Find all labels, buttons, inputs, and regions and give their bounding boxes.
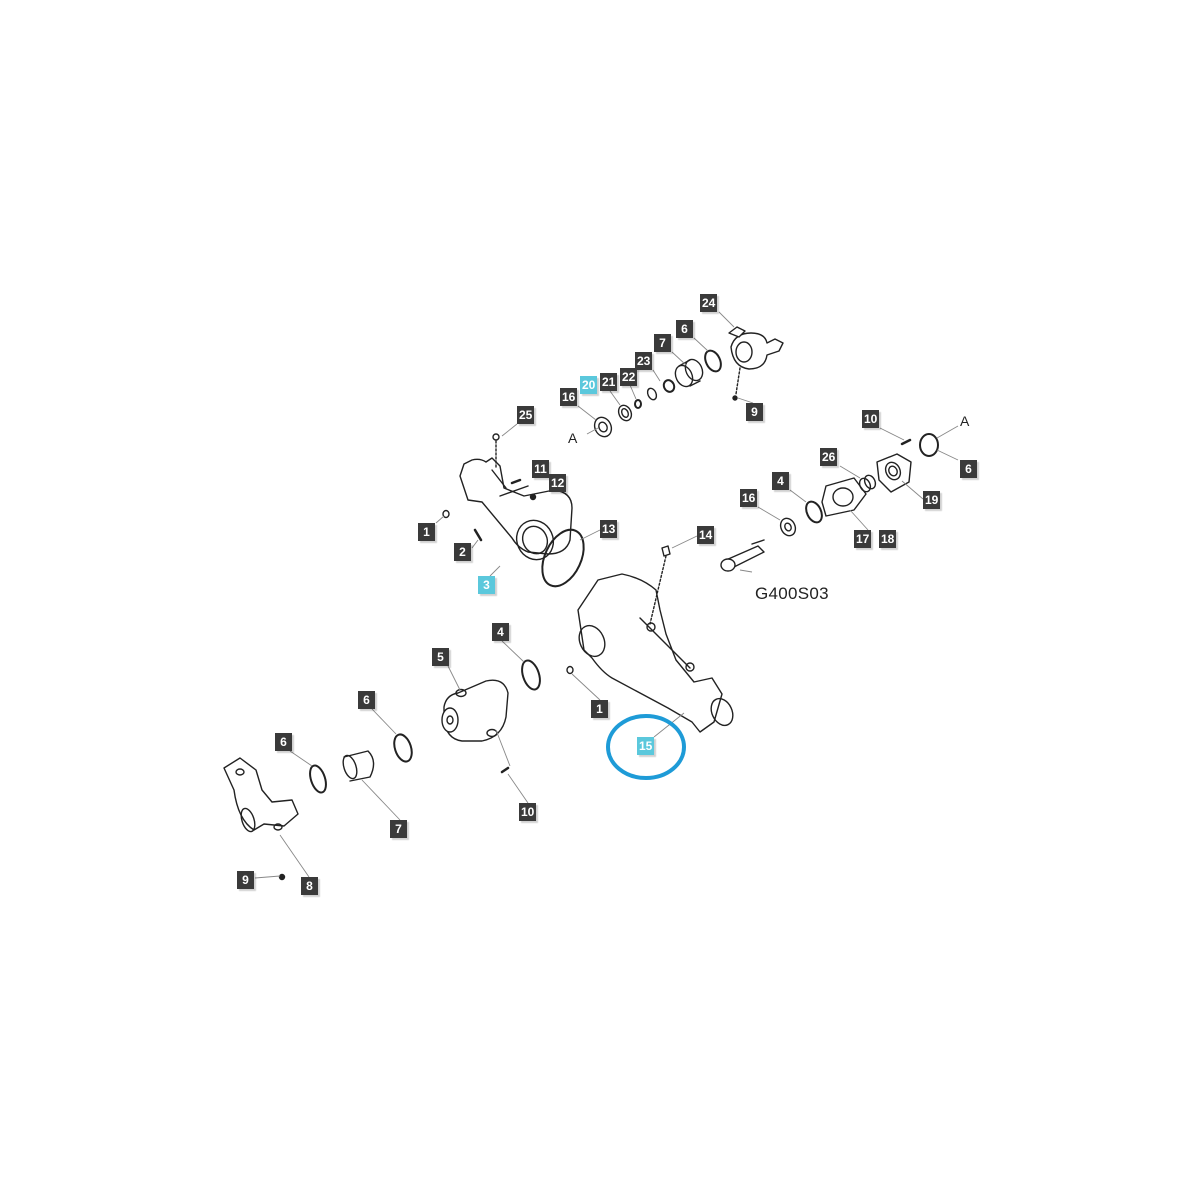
callout-6[interactable]: 6 xyxy=(960,460,977,478)
callout-4[interactable]: 4 xyxy=(492,623,509,641)
highlight-circle xyxy=(606,714,686,780)
oring-6-lower-a-icon xyxy=(393,733,413,763)
yoke-24-icon xyxy=(728,326,784,401)
callout-6[interactable]: 6 xyxy=(676,320,693,338)
callout-12[interactable]: 12 xyxy=(549,474,567,492)
housing-3-icon xyxy=(459,433,573,561)
bush-7-lower-icon xyxy=(342,750,375,782)
reference-letter-a-right: A xyxy=(960,413,970,429)
oring-4-lower-icon xyxy=(521,659,541,691)
washer-12-icon xyxy=(529,493,537,501)
callout-16[interactable]: 16 xyxy=(740,489,758,507)
callout-9[interactable]: 9 xyxy=(746,403,763,421)
callout-18[interactable]: 18 xyxy=(879,530,897,548)
oring-6-lower-b-icon xyxy=(309,764,327,794)
callout-21[interactable]: 21 xyxy=(600,373,618,391)
callout-4[interactable]: 4 xyxy=(772,472,789,490)
cover-19-icon xyxy=(876,453,912,493)
bolt-2-icon xyxy=(473,528,483,542)
callout-1[interactable]: 1 xyxy=(591,700,608,718)
bolt-10-right-icon xyxy=(900,438,912,446)
callout-19[interactable]: 19 xyxy=(923,491,941,509)
housing-15-icon xyxy=(577,545,734,733)
callout-13[interactable]: 13 xyxy=(600,520,618,538)
nut-23-icon xyxy=(646,379,676,401)
leader-lines xyxy=(254,311,959,879)
plug-1-top-icon xyxy=(442,509,450,519)
callout-8[interactable]: 8 xyxy=(301,877,318,895)
shaft-icon xyxy=(720,539,765,572)
callout-10[interactable]: 10 xyxy=(862,410,880,428)
nut-9-lower-icon xyxy=(278,873,286,881)
callout-6[interactable]: 6 xyxy=(275,733,292,751)
bearing-16-top-icon xyxy=(593,416,613,438)
callout-11[interactable]: 11 xyxy=(532,460,549,478)
oring-13-icon xyxy=(541,528,585,588)
seal-20-21-icon xyxy=(617,404,633,422)
callout-14[interactable]: 14 xyxy=(697,526,715,544)
oring-22-icon xyxy=(634,399,642,409)
callout-26[interactable]: 26 xyxy=(820,448,838,466)
callout-2[interactable]: 2 xyxy=(454,543,471,561)
bush-26-icon xyxy=(858,474,877,493)
callout-16[interactable]: 16 xyxy=(560,388,578,406)
reference-letter-a-left: A xyxy=(568,430,578,446)
callout-9[interactable]: 9 xyxy=(237,871,254,889)
bolt-10-lower-icon xyxy=(500,766,510,774)
callout-17[interactable]: 17 xyxy=(854,530,872,548)
bolt-11-icon xyxy=(510,478,522,485)
callout-22[interactable]: 22 xyxy=(620,368,638,386)
callout-1[interactable]: 1 xyxy=(418,523,435,541)
callout-6[interactable]: 6 xyxy=(358,691,375,709)
callout-7[interactable]: 7 xyxy=(390,820,407,838)
bracket-5-icon xyxy=(441,679,509,742)
bearing-16-right-icon xyxy=(779,517,797,537)
callout-25[interactable]: 25 xyxy=(517,406,535,424)
callout-15-highlighted[interactable]: 15 xyxy=(637,737,655,755)
oring-6-top-icon xyxy=(704,349,722,373)
callout-7[interactable]: 7 xyxy=(654,334,671,352)
plug-1-main-icon xyxy=(566,665,574,675)
callout-23[interactable]: 23 xyxy=(635,352,653,370)
callout-20-highlighted[interactable]: 20 xyxy=(580,376,598,394)
oring-4-right-icon xyxy=(805,500,823,524)
callout-10[interactable]: 10 xyxy=(519,803,537,821)
callout-5[interactable]: 5 xyxy=(432,648,449,666)
diagram-code: G400S03 xyxy=(755,584,829,603)
callout-24[interactable]: 24 xyxy=(700,294,718,312)
gasket-17-18-icon xyxy=(821,477,867,517)
clamp-8-icon xyxy=(223,757,299,833)
bush-7-top-icon xyxy=(674,358,704,388)
oring-6-right-icon xyxy=(919,433,939,457)
callout-3-highlighted[interactable]: 3 xyxy=(478,576,495,594)
